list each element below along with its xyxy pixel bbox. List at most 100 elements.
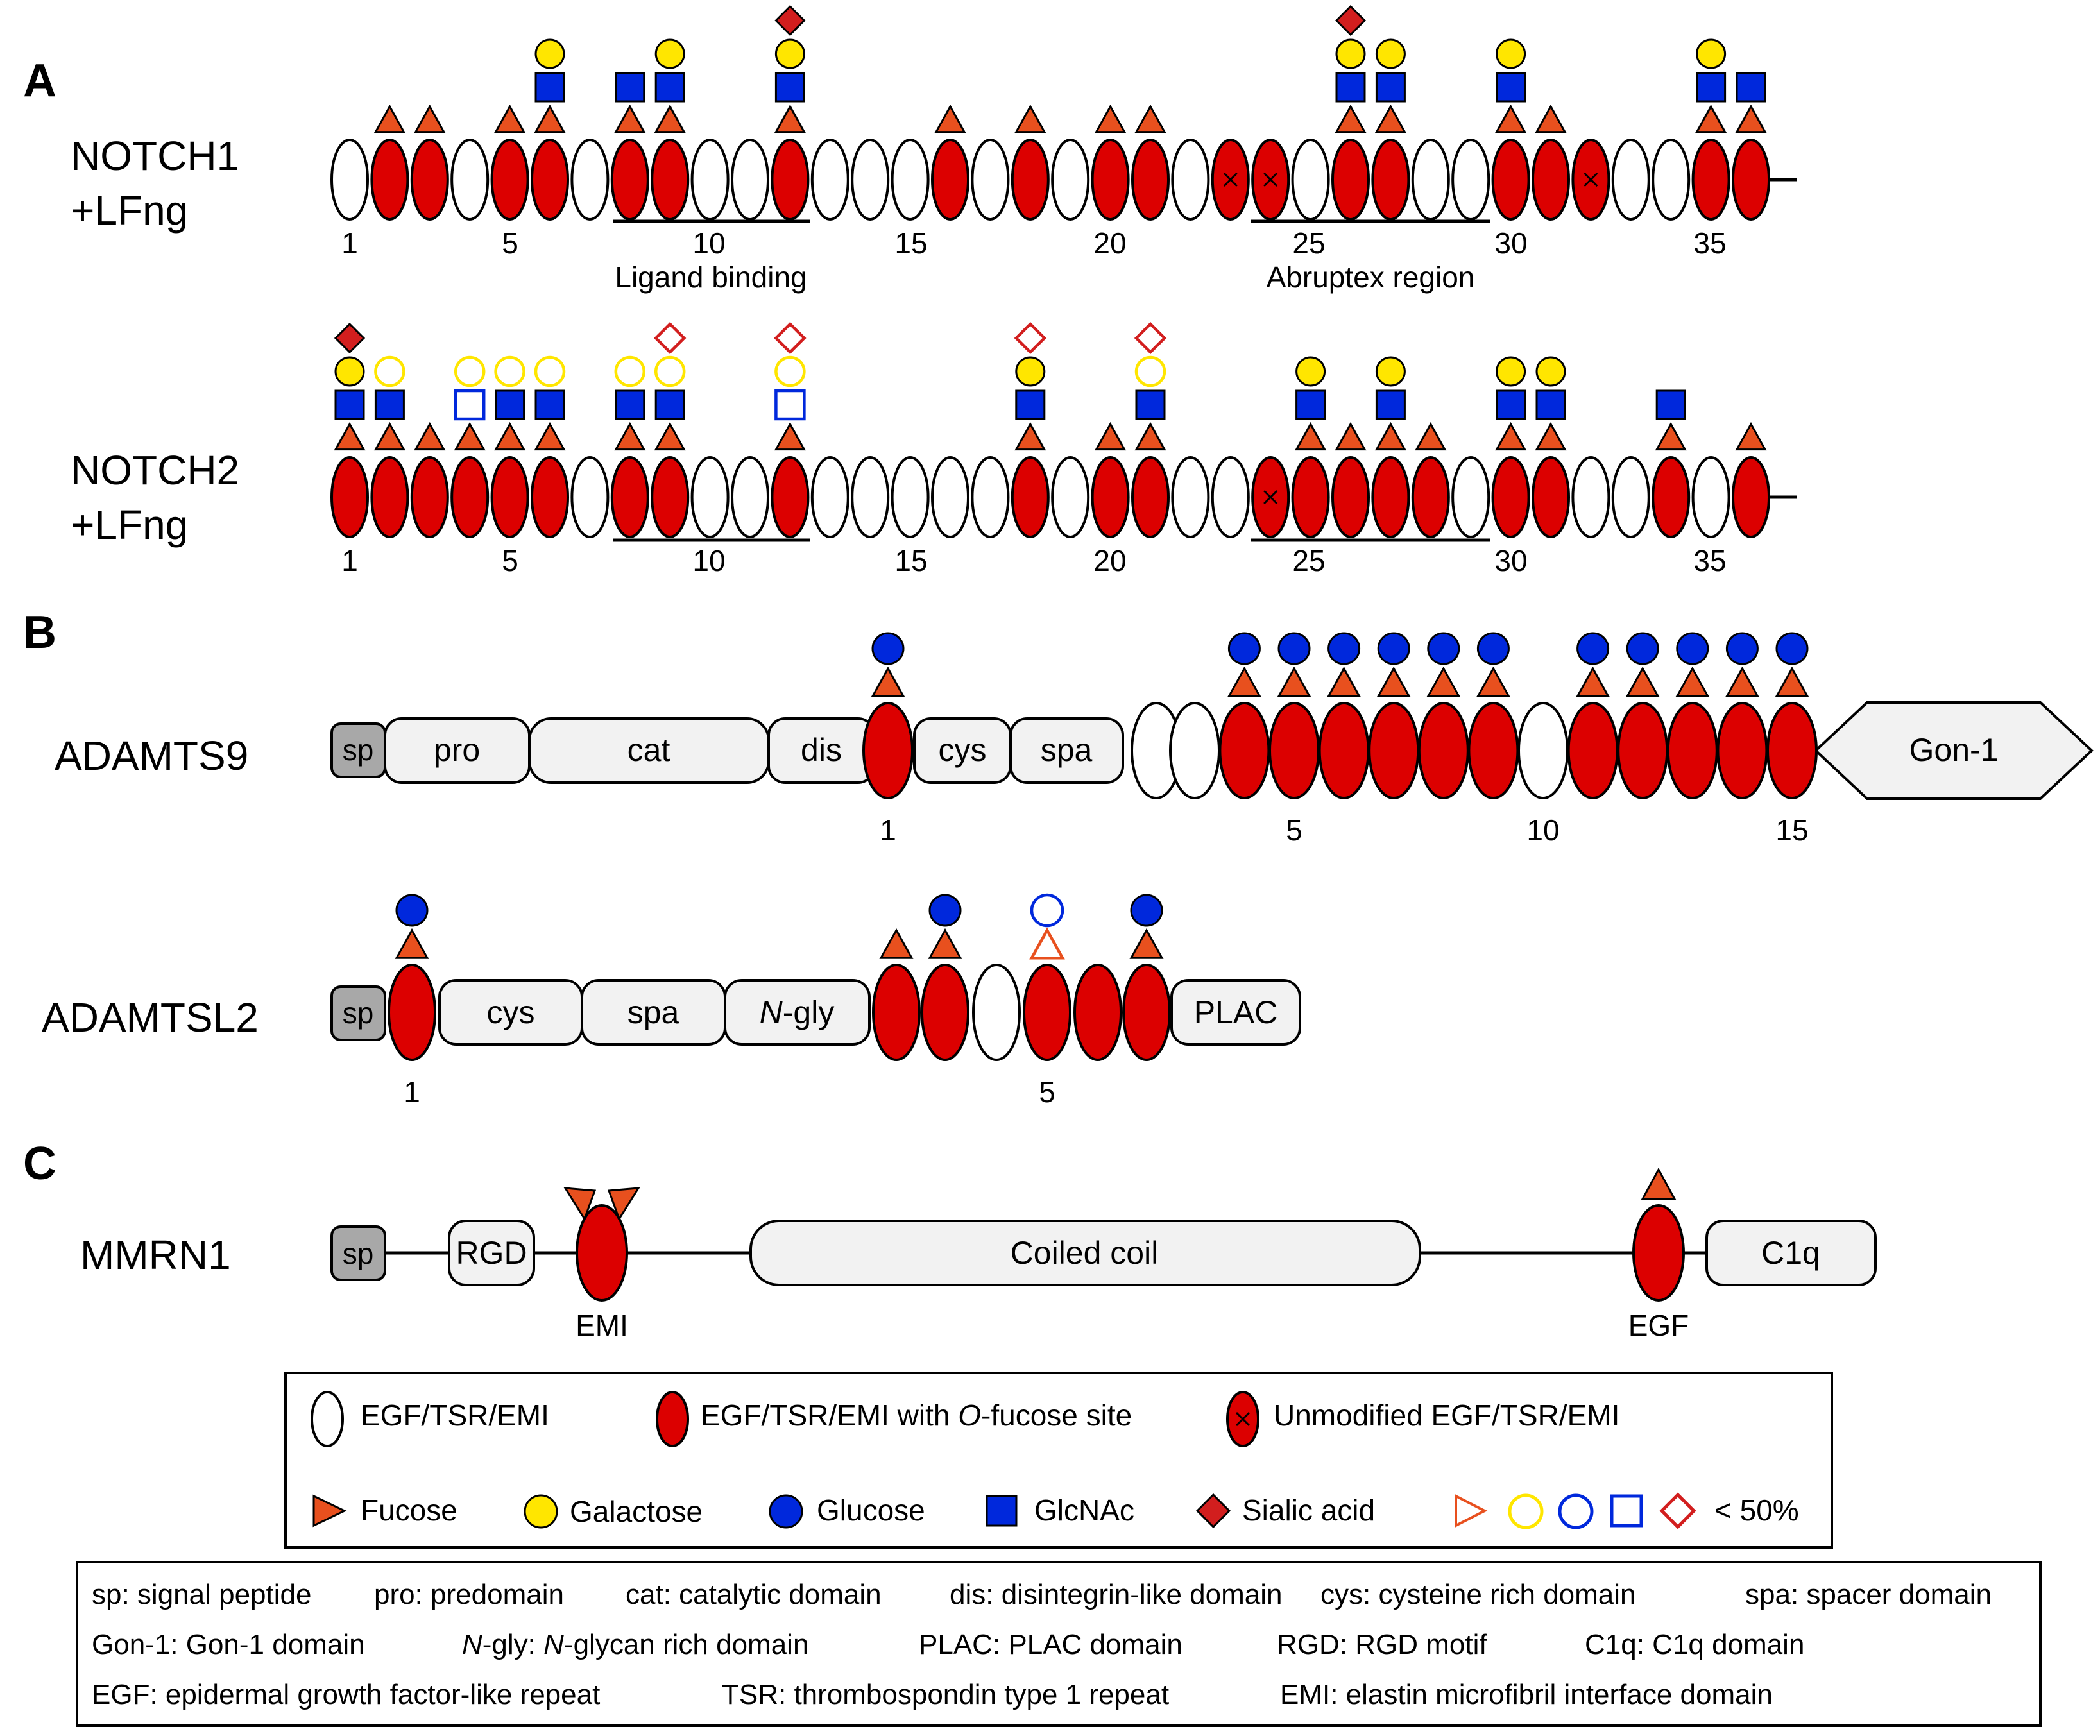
fucosylated-repeat — [651, 456, 690, 538]
abbr-sp: sp: signal peptide — [92, 1579, 311, 1610]
fucose-icon — [334, 421, 366, 451]
galactose-icon — [1375, 356, 1406, 387]
cross-icon — [1263, 489, 1278, 505]
fucosylated-repeat — [1467, 702, 1519, 799]
cys-domain-label: cys — [939, 732, 987, 768]
fucose-icon — [312, 1494, 347, 1528]
glcnac-icon — [1535, 389, 1566, 420]
glucose-icon — [1130, 894, 1163, 927]
galactose-icon — [1295, 356, 1326, 387]
tick-label: 15 — [1775, 813, 1808, 847]
cross-icon — [1235, 1411, 1251, 1427]
fucose-icon — [1014, 104, 1046, 133]
glucose-icon — [1277, 632, 1311, 665]
fucose-icon — [934, 104, 966, 133]
glcnac-icon — [1496, 72, 1526, 103]
fucosylated-repeat — [1716, 702, 1768, 799]
glcnac-icon — [1696, 72, 1727, 103]
legend-fucose-site-italic: O — [958, 1399, 981, 1432]
fucosylated-repeat — [610, 139, 649, 221]
fucose-icon — [373, 421, 405, 451]
abbr-dis: dis: disintegrin-like domain — [950, 1579, 1282, 1610]
fucose-icon — [654, 104, 686, 133]
fucosylated-repeat — [1732, 456, 1770, 538]
glucose-icon — [1725, 632, 1759, 665]
ligand-binding-label: Ligand binding — [615, 260, 807, 294]
fucosylated-repeat — [1091, 139, 1130, 221]
legend-glcnac: GlcNAc — [1034, 1493, 1134, 1527]
fucosylated-repeat — [610, 456, 649, 538]
empty-repeat — [1051, 456, 1090, 538]
tick-label: 10 — [692, 226, 725, 260]
empty-repeat — [1171, 456, 1210, 538]
egf-label: EGF — [1628, 1309, 1689, 1342]
sialic-acid-icon — [774, 4, 806, 37]
plac-domain — [1170, 979, 1301, 1046]
empty-repeat — [1291, 139, 1330, 221]
adamtsl2-name: ADAMTSL2 — [42, 994, 259, 1041]
legend-sialic-acid: Sialic acid — [1242, 1493, 1375, 1527]
abbr-egf: EGF: epidermal growth factor-like repeat — [92, 1679, 600, 1710]
fucosylated-repeat — [1073, 964, 1122, 1061]
mmrn1-name: MMRN1 — [80, 1232, 231, 1278]
fucosylated-repeat — [1268, 702, 1320, 799]
mmrn1-track: MMRN1 sp RGD EMI Coiled coil EGF C1q — [80, 1167, 1877, 1342]
fucosylated-repeat — [370, 139, 409, 221]
adamts9-name: ADAMTS9 — [55, 733, 248, 779]
glcnac-icon — [1295, 389, 1326, 420]
empty-repeat — [690, 139, 730, 221]
empty-repeat — [1517, 702, 1569, 799]
adamts9-tsr-repeats — [862, 632, 1818, 799]
sialic-acid-icon-partial — [774, 321, 807, 355]
cross-icon — [1263, 172, 1278, 187]
gon1-domain — [1814, 701, 2094, 800]
fucosylated-repeat — [1011, 456, 1050, 538]
sialic-acid-icon — [1195, 1493, 1231, 1529]
empty-repeat — [731, 456, 769, 538]
c1q-domain — [1705, 1220, 1877, 1286]
glcnac-icon — [774, 72, 805, 103]
notch1-tick-labels: 1 5 10 15 20 25 30 35 — [341, 226, 1726, 260]
fucose-icon — [928, 928, 962, 959]
rgd-domain — [448, 1220, 535, 1286]
plac-domain-label: PLAC — [1194, 994, 1278, 1030]
fucosylated-repeat — [1691, 139, 1730, 221]
sp-domain-label: sp — [343, 996, 374, 1030]
fucosylated-repeat — [1331, 139, 1370, 221]
fucose-icon — [1376, 666, 1411, 697]
glcnac-icon — [1335, 72, 1366, 103]
cat-domain-label: cat — [627, 732, 670, 768]
fucose-icon — [1495, 104, 1527, 133]
empty-repeat — [891, 139, 930, 221]
n-gly-domain — [724, 979, 871, 1046]
glcnac-icon — [1496, 389, 1526, 420]
glucose-icon-partial — [1030, 893, 1064, 928]
fucose-icon — [1327, 666, 1362, 697]
empty-repeat — [1211, 456, 1250, 538]
galactose-icon — [1496, 38, 1526, 69]
tick-label: 5 — [502, 226, 518, 260]
galactose-icon-partial — [494, 355, 525, 387]
tick-label: 20 — [1093, 226, 1126, 260]
fucosylated-repeat — [531, 456, 569, 538]
empty-repeat — [1171, 139, 1210, 221]
abbr-emi: EMI: elastin microfibril interface domai… — [1280, 1679, 1773, 1710]
abbr-cat: cat: catalytic domain — [626, 1579, 882, 1610]
fucosylated-repeat — [388, 964, 436, 1061]
glucose-partial-icon — [1558, 1493, 1594, 1529]
fucosylated-repeat — [1371, 139, 1410, 221]
egf-domain — [1632, 1204, 1685, 1302]
glcnac-icon — [615, 389, 645, 420]
symbol-legend-box — [284, 1372, 1833, 1549]
spa-domain-label: spa — [1041, 732, 1093, 768]
empty-repeat — [1451, 139, 1490, 221]
fucosylated-repeat — [1131, 139, 1170, 221]
fucosylated-repeat — [410, 139, 449, 221]
glcnac-icon — [495, 389, 525, 420]
empty-repeat — [891, 456, 930, 538]
empty-repeat — [690, 456, 730, 538]
fucosylated-repeat — [531, 139, 569, 221]
abbreviation-legend: sp: signal peptide pro: predomain cat: c… — [76, 1561, 2042, 1727]
sp-domain — [330, 985, 386, 1041]
